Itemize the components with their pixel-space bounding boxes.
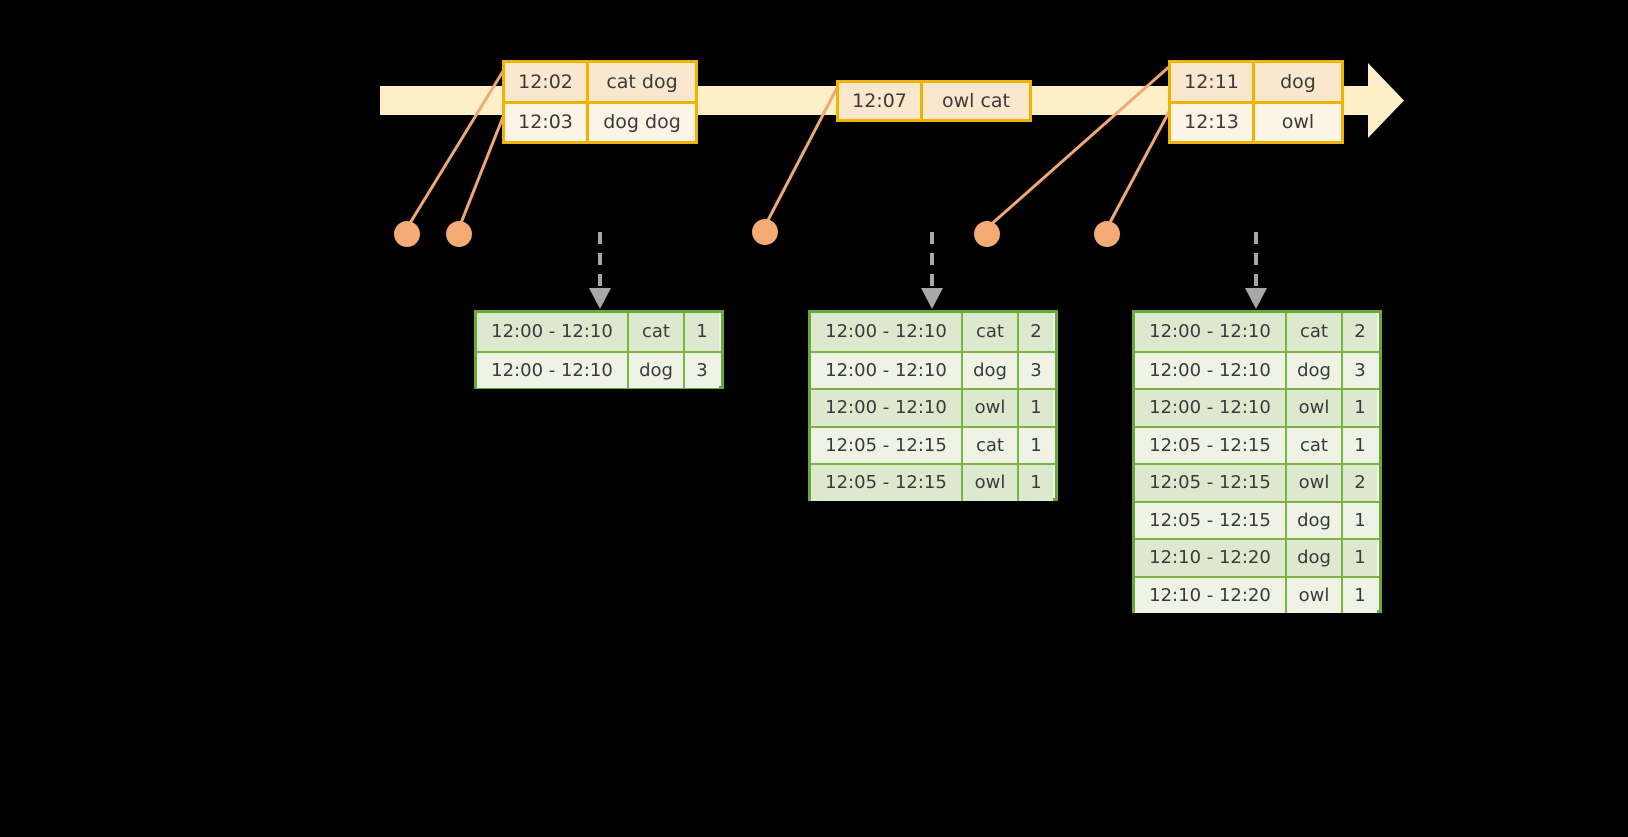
connector-dot-3	[752, 219, 778, 245]
event-time: 12:13	[1171, 103, 1255, 141]
result-table-2: 12:00 - 12:10 cat 2 12:00 - 12:10 dog 3 …	[808, 310, 1058, 501]
event-words: dog dog	[603, 111, 681, 134]
event-time: 12:02	[505, 63, 589, 101]
trigger-arrow-2	[921, 232, 943, 309]
window-cell: 12:00 - 12:10	[1135, 352, 1285, 388]
count-cell: 1	[1341, 577, 1377, 613]
table-row: 12:10 - 12:20 dog 1	[1135, 538, 1379, 576]
window-cell: 12:00 - 12:10	[477, 352, 627, 388]
event-row: 12:13 owl	[1171, 100, 1341, 141]
window-cell: 12:00 - 12:10	[1135, 313, 1285, 351]
result-table-1: 12:00 - 12:10 cat 1 12:00 - 12:10 dog 3	[474, 310, 724, 389]
event-words: owl cat	[941, 90, 1011, 112]
word-cell: owl	[961, 390, 1017, 426]
event-row: 12:03 dog dog	[505, 100, 695, 141]
table-row: 12:10 - 12:20 owl 1	[1135, 575, 1379, 613]
window-cell: 12:05 - 12:15	[1135, 465, 1285, 501]
table-row: 12:05 - 12:15 owl 1	[811, 463, 1055, 501]
event-time: 12:11	[1171, 63, 1255, 101]
table-row: 12:00 - 12:10 cat 2	[811, 313, 1055, 351]
count-cell: 1	[1017, 390, 1053, 426]
table-row: 12:00 - 12:10 dog 3	[477, 350, 721, 388]
count-cell: 1	[683, 313, 719, 351]
table-row: 12:00 - 12:10 owl 1	[1135, 388, 1379, 426]
word-cell: dog	[1285, 502, 1341, 538]
count-cell: 1	[1017, 427, 1053, 463]
count-cell: 1	[1341, 502, 1377, 538]
connector-dot-1	[394, 221, 420, 247]
table-row: 12:00 - 12:10 cat 1	[477, 313, 721, 351]
count-cell: 3	[1341, 352, 1377, 388]
window-cell: 12:05 - 12:15	[1135, 427, 1285, 463]
table-row: 12:00 - 12:10 owl 1	[811, 388, 1055, 426]
table-row: 12:05 - 12:15 cat 1	[811, 425, 1055, 463]
trigger-arrow-1	[589, 232, 611, 309]
window-cell: 12:00 - 12:10	[477, 313, 627, 351]
event-group-3: 12:11 dog 12:13 owl	[1168, 60, 1344, 144]
connector-dots	[394, 219, 1120, 247]
count-cell: 2	[1017, 313, 1053, 351]
trigger-arrows	[589, 232, 1267, 309]
word-cell: dog	[1285, 352, 1341, 388]
table-row: 12:00 - 12:10 cat 2	[1135, 313, 1379, 351]
count-cell: 1	[1017, 465, 1053, 501]
connector-dot-5	[1094, 221, 1120, 247]
table-row: 12:05 - 12:15 cat 1	[1135, 425, 1379, 463]
window-cell: 12:05 - 12:15	[811, 465, 961, 501]
trigger-arrow-3	[1245, 232, 1267, 309]
table-row: 12:05 - 12:15 dog 1	[1135, 500, 1379, 538]
word-cell: owl	[1285, 390, 1341, 426]
word-cell: cat	[1285, 313, 1341, 351]
window-cell: 12:00 - 12:10	[811, 313, 961, 351]
event-words: dog	[1280, 70, 1316, 93]
table-row: 12:00 - 12:10 dog 3	[1135, 350, 1379, 388]
window-cell: 12:00 - 12:10	[811, 352, 961, 388]
count-cell: 1	[1341, 427, 1377, 463]
event-words: owl	[1281, 111, 1315, 134]
table-row: 12:00 - 12:10 dog 3	[811, 350, 1055, 388]
count-cell: 3	[1017, 352, 1053, 388]
connector-dot-4	[974, 221, 1000, 247]
word-cell: owl	[1285, 577, 1341, 613]
word-cell: dog	[1285, 540, 1341, 576]
event-time: 12:03	[505, 103, 589, 141]
count-cell: 2	[1341, 465, 1377, 501]
word-cell: cat	[1285, 427, 1341, 463]
count-cell: 1	[1341, 540, 1377, 576]
table-row: 12:05 - 12:15 owl 2	[1135, 463, 1379, 501]
word-cell: cat	[961, 427, 1017, 463]
result-table-3: 12:00 - 12:10 cat 2 12:00 - 12:10 dog 3 …	[1132, 310, 1382, 613]
event-group-1: 12:02 cat dog 12:03 dog dog	[502, 60, 698, 144]
window-cell: 12:00 - 12:10	[1135, 390, 1285, 426]
event-row: 12:11 dog	[1171, 63, 1341, 101]
word-cell: owl	[1285, 465, 1341, 501]
event-words: cat dog	[606, 70, 678, 93]
window-cell: 12:05 - 12:15	[1135, 502, 1285, 538]
connector-dot-2	[446, 221, 472, 247]
event-group-2: 12:07 owl cat	[836, 80, 1032, 122]
word-cell: dog	[627, 352, 683, 388]
count-cell: 3	[683, 352, 719, 388]
window-cell: 12:00 - 12:10	[811, 390, 961, 426]
word-cell: cat	[627, 313, 683, 351]
window-cell: 12:10 - 12:20	[1135, 540, 1285, 576]
event-row: 12:07 owl cat	[839, 83, 1029, 119]
event-row: 12:02 cat dog	[505, 63, 695, 101]
window-cell: 12:10 - 12:20	[1135, 577, 1285, 613]
word-cell: dog	[961, 352, 1017, 388]
count-cell: 2	[1341, 313, 1377, 351]
event-time: 12:07	[839, 83, 923, 119]
count-cell: 1	[1341, 390, 1377, 426]
window-cell: 12:05 - 12:15	[811, 427, 961, 463]
word-cell: owl	[961, 465, 1017, 501]
word-cell: cat	[961, 313, 1017, 351]
